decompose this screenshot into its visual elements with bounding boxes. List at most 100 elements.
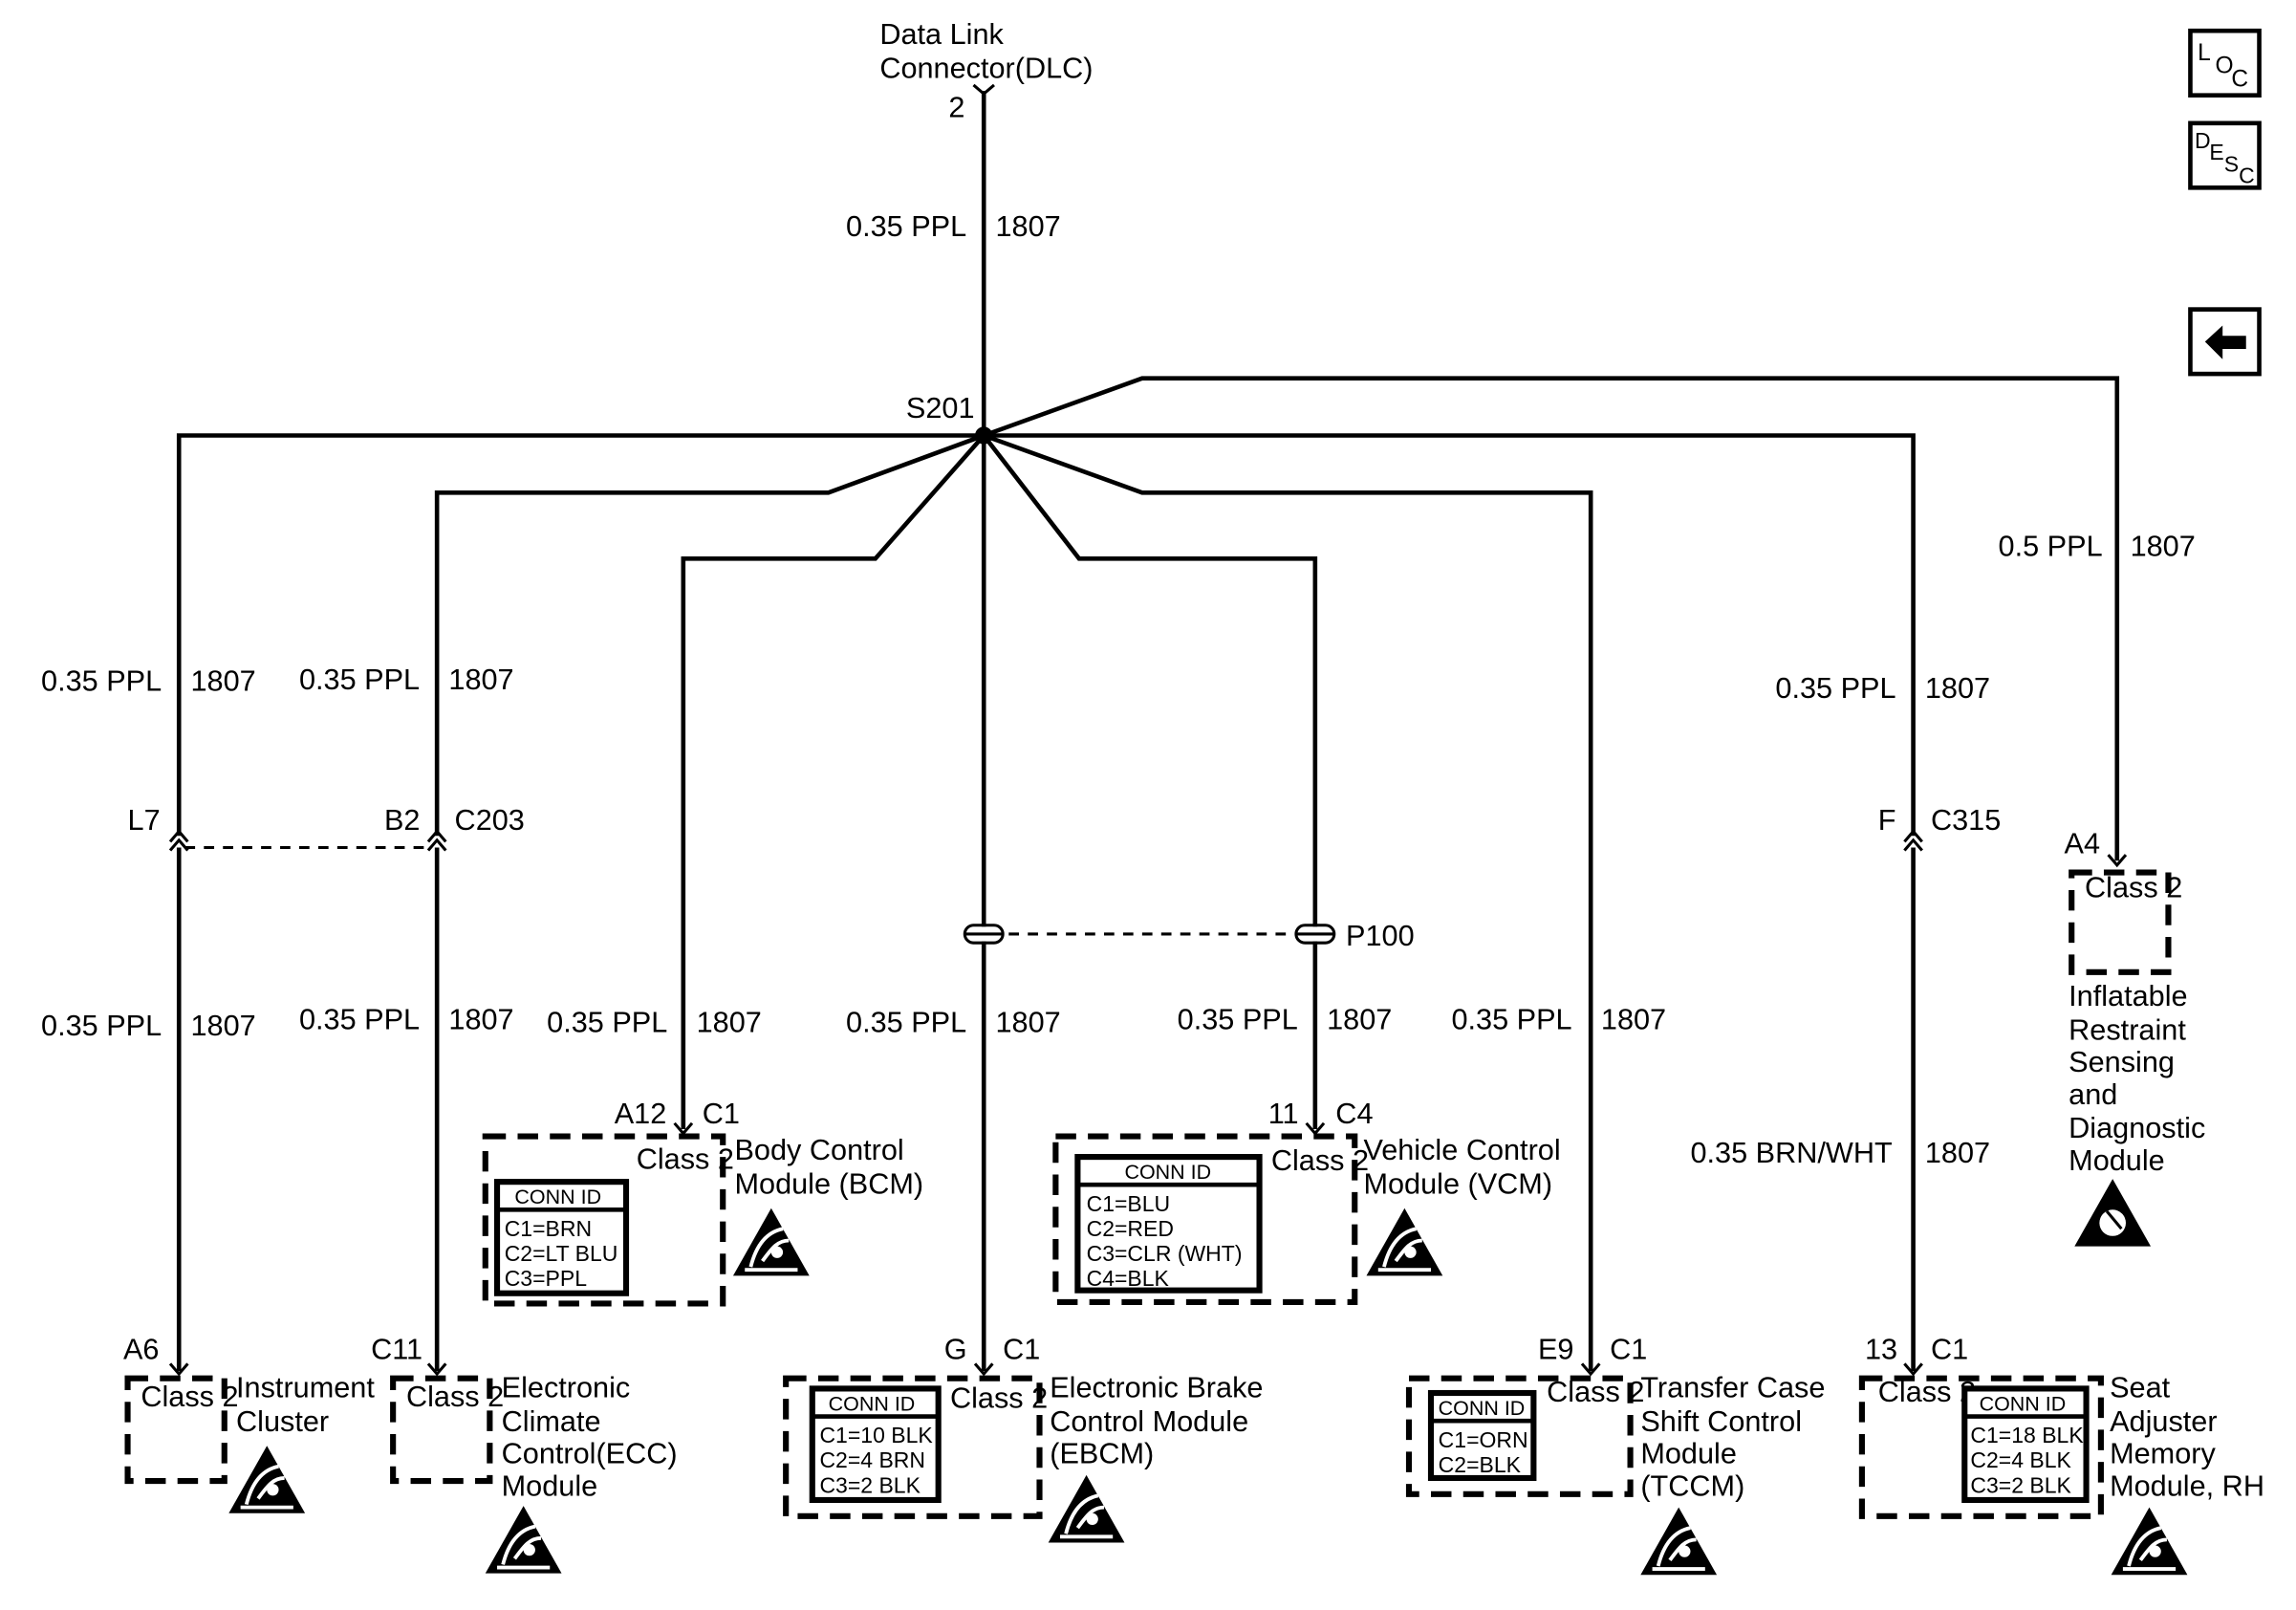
svg-text:Module: Module bbox=[2069, 1144, 2165, 1177]
conn-label: C1 bbox=[1610, 1334, 1647, 1366]
back-button[interactable] bbox=[2188, 307, 2262, 377]
module-seat-adjuster: 13 C1 Class 2 CONN ID C1=18 BLK C2=4 BLK… bbox=[1858, 1334, 2264, 1577]
class2-label: Class 2 bbox=[2085, 872, 2182, 904]
inline-connector-symbols bbox=[168, 829, 1923, 852]
svg-text:1807: 1807 bbox=[2131, 530, 2196, 562]
svg-text:C3=2 BLK: C3=2 BLK bbox=[1970, 1472, 2071, 1497]
svg-text:B2: B2 bbox=[384, 804, 421, 837]
svg-text:F: F bbox=[1878, 804, 1896, 837]
class2-label: Class 2 bbox=[1878, 1376, 1976, 1408]
svg-text:1807: 1807 bbox=[190, 1010, 255, 1042]
esd-warning-icon bbox=[731, 1206, 812, 1278]
svg-text:E: E bbox=[2209, 140, 2223, 164]
svg-text:C1=10 BLK: C1=10 BLK bbox=[819, 1423, 933, 1447]
svg-text:Module, RH: Module, RH bbox=[2110, 1469, 2264, 1502]
svg-text:C1=18 BLK: C1=18 BLK bbox=[1970, 1423, 2084, 1447]
lower-wire-labels: 0.35 PPL 1807 0.35 PPL 1807 0.35 PPL 180… bbox=[41, 1004, 1990, 1170]
svg-text:Module (BCM): Module (BCM) bbox=[734, 1167, 923, 1200]
conn-id-title: CONN ID bbox=[514, 1186, 601, 1208]
svg-text:1807: 1807 bbox=[448, 664, 513, 696]
svg-text:D: D bbox=[2195, 128, 2211, 153]
upper-wire-labels: 0.35 PPL 1807 0.35 PPL 1807 0.35 PPL 180… bbox=[41, 530, 2196, 705]
class2-label: Class 2 bbox=[141, 1381, 238, 1413]
svg-text:Data Link: Data Link bbox=[879, 18, 1004, 51]
svg-text:Control Module: Control Module bbox=[1050, 1405, 1248, 1438]
svg-text:C1=ORN: C1=ORN bbox=[1439, 1427, 1528, 1452]
svg-text:0.35 PPL: 0.35 PPL bbox=[1451, 1004, 1571, 1036]
svg-text:(TCCM): (TCCM) bbox=[1640, 1469, 1744, 1502]
conn-label: C1 bbox=[1931, 1334, 1968, 1366]
svg-text:Sensing: Sensing bbox=[2069, 1046, 2175, 1078]
svg-text:0.35 PPL: 0.35 PPL bbox=[846, 1007, 966, 1039]
conn-id-title: CONN ID bbox=[1980, 1392, 2067, 1415]
esd-warning-icon bbox=[227, 1444, 308, 1515]
dlc-pin: 2 bbox=[948, 92, 964, 124]
pin-label: G bbox=[944, 1334, 967, 1366]
svg-text:Vehicle Control: Vehicle Control bbox=[1363, 1134, 1560, 1166]
p100-grommets bbox=[963, 924, 1336, 945]
svg-text:0.35 PPL: 0.35 PPL bbox=[1178, 1004, 1298, 1036]
svg-text:Electronic: Electronic bbox=[502, 1372, 631, 1404]
svg-text:S: S bbox=[2224, 151, 2239, 176]
class2-label: Class 2 bbox=[1271, 1144, 1369, 1177]
svg-text:1807: 1807 bbox=[1925, 672, 1990, 705]
module-inflatable-restraint: A4 Class 2 Inflatable Restraint Sensing … bbox=[2065, 828, 2205, 1249]
svg-text:1807: 1807 bbox=[448, 1004, 513, 1036]
module-vcm: 11 C4 Class 2 CONN ID C1=BLU C2=RED C3=C… bbox=[1052, 1098, 1561, 1305]
svg-text:0.35 PPL: 0.35 PPL bbox=[299, 1004, 420, 1036]
esd-warning-icon bbox=[1046, 1472, 1127, 1545]
conn-id-title: CONN ID bbox=[1124, 1161, 1211, 1184]
svg-text:C315: C315 bbox=[1931, 804, 2001, 837]
svg-text:C2=4 BRN: C2=4 BRN bbox=[819, 1447, 925, 1472]
svg-text:0.5 PPL: 0.5 PPL bbox=[1999, 530, 2103, 562]
svg-text:P100: P100 bbox=[1346, 920, 1415, 952]
module-ebcm: G C1 Class 2 CONN ID C1=10 BLK C2=4 BRN … bbox=[783, 1334, 1263, 1545]
main-wire-gauge: 0.35 PPL bbox=[846, 210, 966, 243]
class2-label: Class 2 bbox=[637, 1142, 734, 1175]
svg-text:1807: 1807 bbox=[697, 1007, 762, 1039]
airbag-warning-icon bbox=[2072, 1177, 2153, 1249]
svg-text:Memory: Memory bbox=[2110, 1438, 2216, 1470]
conn-label: C4 bbox=[1335, 1098, 1373, 1130]
svg-text:Module (VCM): Module (VCM) bbox=[1363, 1167, 1552, 1200]
svg-text:Control(ECC): Control(ECC) bbox=[502, 1438, 678, 1470]
svg-text:Module: Module bbox=[1640, 1438, 1737, 1470]
svg-text:Climate: Climate bbox=[502, 1405, 601, 1438]
svg-text:Electronic Brake: Electronic Brake bbox=[1050, 1372, 1263, 1404]
svg-text:C2=RED: C2=RED bbox=[1087, 1216, 1174, 1241]
svg-text:1807: 1807 bbox=[1925, 1137, 1990, 1169]
svg-text:C4=BLK: C4=BLK bbox=[1087, 1266, 1170, 1291]
left-arrow-icon bbox=[2204, 325, 2246, 359]
svg-text:(EBCM): (EBCM) bbox=[1050, 1438, 1154, 1470]
pin-label: 11 bbox=[1268, 1098, 1299, 1130]
esd-warning-icon bbox=[1638, 1505, 1719, 1577]
svg-text:Instrument: Instrument bbox=[236, 1372, 375, 1404]
svg-text:Seat: Seat bbox=[2110, 1372, 2171, 1404]
svg-text:Connector(DLC): Connector(DLC) bbox=[879, 52, 1093, 84]
svg-text:Shift Control: Shift Control bbox=[1640, 1405, 1802, 1438]
class2-label: Class 2 bbox=[950, 1382, 1048, 1414]
module-bcm: A12 C1 Class 2 CONN ID C1=BRN C2=LT BLU … bbox=[482, 1098, 923, 1307]
desc-button[interactable]: D E S C bbox=[2188, 120, 2262, 190]
main-wire-circuit: 1807 bbox=[995, 210, 1060, 243]
module-ecc: C11 Class 2 Electronic Climate Control(E… bbox=[371, 1334, 678, 1576]
svg-text:C: C bbox=[2239, 163, 2255, 188]
pin-label: C11 bbox=[371, 1334, 422, 1366]
module-instrument-cluster: A6 Class 2 Instrument Cluster bbox=[123, 1334, 375, 1515]
svg-text:C3=CLR (WHT): C3=CLR (WHT) bbox=[1087, 1241, 1243, 1266]
svg-text:L7: L7 bbox=[128, 804, 161, 837]
svg-text:Inflatable: Inflatable bbox=[2069, 980, 2187, 1012]
svg-text:O: O bbox=[2216, 54, 2234, 79]
class2-label: Class 2 bbox=[1547, 1376, 1644, 1408]
splice-label: S201 bbox=[906, 392, 975, 424]
svg-text:1807: 1807 bbox=[1601, 1004, 1666, 1036]
svg-text:0.35 PPL: 0.35 PPL bbox=[41, 664, 162, 697]
svg-text:Diagnostic: Diagnostic bbox=[2069, 1112, 2205, 1144]
svg-text:Cluster: Cluster bbox=[236, 1405, 329, 1438]
loc-button[interactable]: L O C bbox=[2188, 28, 2262, 98]
svg-text:0.35 PPL: 0.35 PPL bbox=[1775, 672, 1895, 705]
svg-text:0.35 PPL: 0.35 PPL bbox=[547, 1007, 667, 1039]
svg-text:C2=LT BLU: C2=LT BLU bbox=[505, 1241, 618, 1266]
dlc-connector-symbol bbox=[972, 83, 995, 97]
